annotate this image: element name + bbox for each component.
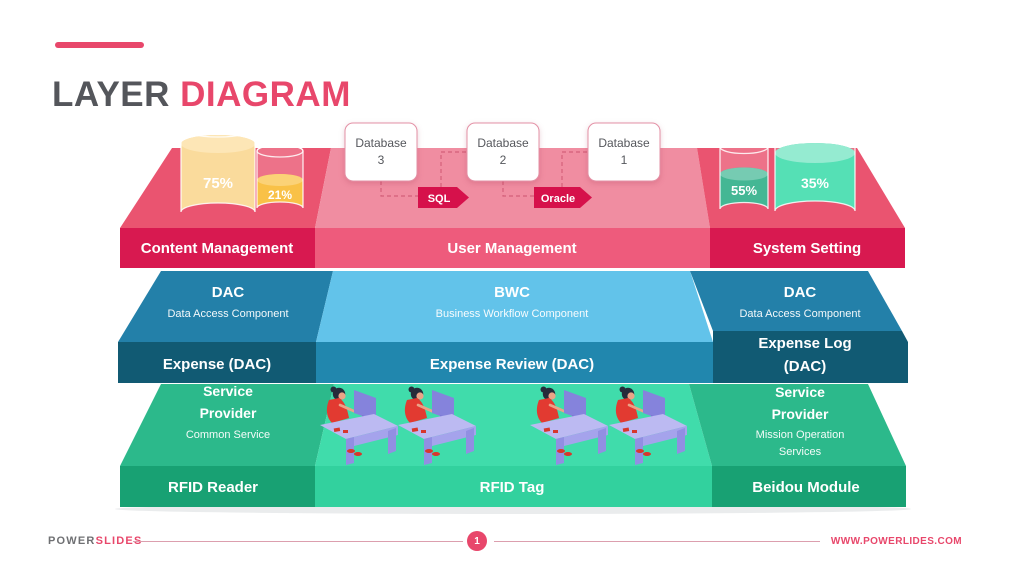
- service-left-line1: Service: [203, 383, 253, 399]
- cylinder-surface: [181, 135, 255, 153]
- database-2-node: [466, 122, 540, 182]
- database-2-number: 2: [500, 153, 507, 167]
- cylinder-surface: [257, 174, 303, 186]
- dac-left-subtitle: Data Access Component: [167, 308, 288, 320]
- cylinder-surface: [775, 143, 855, 163]
- sql-arrow-label: SQL: [428, 193, 451, 205]
- page-title: LAYER DIAGRAM: [52, 75, 351, 115]
- cylinder-value-label: 35%: [801, 175, 830, 191]
- band-label-system-setting: System Setting: [753, 240, 861, 257]
- title-accent-line: [55, 42, 144, 48]
- pink-band-center: [315, 228, 710, 268]
- service-left-line2: Provider: [200, 405, 257, 421]
- dac-left-title: DAC: [212, 284, 245, 301]
- database-3-node: [344, 122, 418, 182]
- cylinder-glass: [774, 115, 856, 212]
- footer-divider-left: [133, 541, 463, 542]
- layer-middle-blue: DAC Data Access Component BWC Business W…: [118, 271, 908, 383]
- cylinder-rim: [180, 118, 256, 138]
- cylinder-value-label: 75%: [203, 175, 233, 192]
- cylinder-rim: [256, 144, 304, 158]
- cylinder-rim: [774, 115, 856, 137]
- pink-band-right: [710, 228, 905, 268]
- cylinder-gauge-55: 55%: [719, 139, 769, 210]
- blue-face-left: [118, 271, 333, 342]
- blue-band-right: [713, 331, 908, 383]
- sql-arrow-tag: [418, 187, 469, 208]
- green-band-center: [315, 466, 712, 507]
- cylinder-value-label: 55%: [731, 183, 757, 198]
- cylinder-gauge-75: 75%: [180, 118, 256, 213]
- service-left-subtitle: Common Service: [186, 429, 270, 441]
- connector-dash-db3-sql: [380, 181, 418, 197]
- service-right-subtitle-line2: Services: [779, 446, 822, 458]
- cylinder-glass: [180, 118, 256, 213]
- band-label-expense-log-line1: Expense Log: [758, 335, 851, 352]
- cylinder-surface: [720, 167, 768, 181]
- database-1-node: [587, 122, 661, 182]
- database-3-label: Database: [355, 136, 407, 150]
- title-word-diagram: DIAGRAM: [180, 75, 351, 115]
- connector-dash-db2-oracle: [502, 181, 534, 197]
- blue-band-left: [118, 342, 316, 383]
- band-label-expense-dac: Expense (DAC): [163, 356, 271, 373]
- blue-face-right: [690, 271, 902, 331]
- page-number-badge: 1: [467, 531, 487, 551]
- brand-part-power: POWER: [48, 535, 96, 547]
- brand-part-slides: SLIDES: [95, 535, 143, 547]
- band-label-rfid-reader: RFID Reader: [168, 479, 258, 496]
- service-right-subtitle-line1: Mission Operation: [756, 429, 845, 441]
- bwc-title: BWC: [494, 284, 530, 301]
- database-2-label: Database: [477, 136, 529, 150]
- database-1-number: 1: [621, 153, 628, 167]
- cylinder-liquid: [181, 135, 255, 212]
- service-right-line2: Provider: [772, 406, 829, 422]
- green-band-right: [712, 466, 906, 507]
- slide-footer: POWERSLIDES 1 WWW.POWERLIDES.COM: [0, 528, 1024, 558]
- powerslides-logo: POWERSLIDES: [48, 535, 143, 547]
- layer-bottom-green: Service Provider Common Service Service …: [120, 383, 906, 507]
- green-band-left: [120, 466, 315, 507]
- oracle-arrow-label: Oracle: [541, 193, 575, 205]
- green-face-left: [120, 384, 334, 466]
- band-label-rfid-tag: RFID Tag: [480, 479, 545, 496]
- cylinder-glass: [719, 139, 769, 210]
- service-right-line1: Service: [775, 384, 825, 400]
- website-link[interactable]: WWW.POWERLIDES.COM: [830, 536, 962, 547]
- band-label-expense-review: Expense Review (DAC): [430, 356, 594, 373]
- cylinder-gauge-21: 21%: [256, 144, 304, 209]
- cylinder-value-label: 21%: [268, 188, 292, 202]
- dac-right-subtitle: Data Access Component: [739, 308, 860, 320]
- connector-dash-oracle-db1: [561, 151, 588, 187]
- green-face-right: [689, 384, 906, 466]
- band-label-expense-log-line2: (DAC): [784, 358, 827, 375]
- cylinder-rim: [719, 139, 769, 155]
- database-nodes: Database 3 Database 2 Database 1: [344, 122, 661, 182]
- database-3-number: 3: [378, 153, 385, 167]
- database-connectors: SQL Oracle: [380, 151, 592, 208]
- cylinder-gauge-35: 35%: [774, 115, 856, 212]
- oracle-arrow-tag: [534, 187, 592, 208]
- bwc-subtitle: Business Workflow Component: [436, 308, 589, 320]
- blue-face-center: [316, 271, 713, 342]
- band-label-beidou-module: Beidou Module: [752, 479, 860, 496]
- band-label-user-management: User Management: [447, 240, 576, 257]
- blue-band-center: [316, 342, 713, 383]
- title-word-layer: LAYER: [52, 75, 170, 115]
- dac-right-title: DAC: [784, 284, 817, 301]
- pink-band-left: [120, 228, 315, 268]
- band-label-content-management: Content Management: [141, 240, 294, 257]
- database-1-label: Database: [598, 136, 650, 150]
- footer-divider-right: [494, 541, 820, 542]
- connector-dash-sql-db2: [440, 151, 467, 187]
